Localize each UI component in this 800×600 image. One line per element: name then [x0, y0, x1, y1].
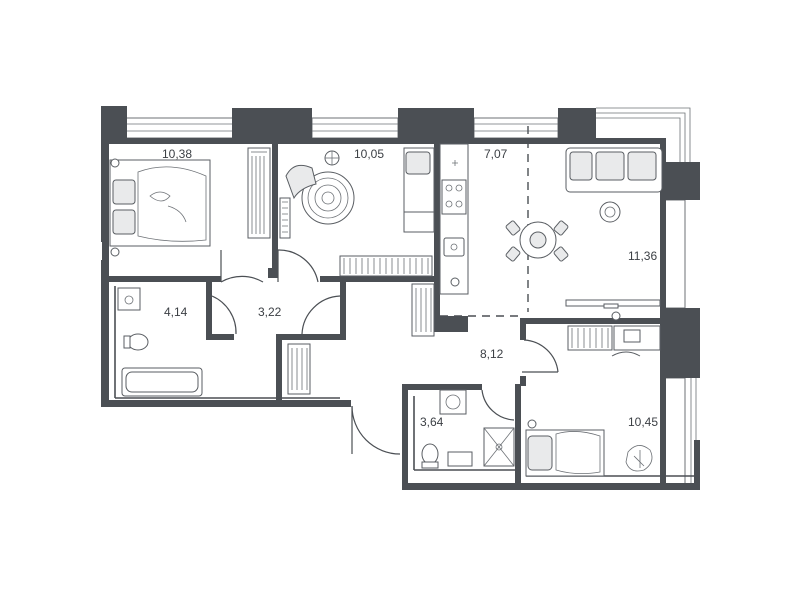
bedroom-left-furniture — [109, 147, 271, 257]
hall-closet — [287, 343, 311, 395]
area-label-living-room: 11,36 — [628, 249, 657, 263]
area-label-hall-small: 3,22 — [258, 305, 282, 319]
area-label-hall-main: 8,12 — [480, 347, 504, 361]
area-label-bathroom-right: 3,64 — [420, 415, 444, 429]
kitchen-furniture — [411, 143, 469, 337]
doors — [211, 249, 559, 455]
bathroom-right-furniture — [421, 389, 515, 469]
area-label-bedroom-left: 10,38 — [162, 147, 192, 161]
bedroom-middle-furniture — [279, 147, 435, 277]
area-label-kitchen: 7,07 — [484, 147, 508, 161]
bathroom-left-furniture — [117, 287, 203, 397]
area-labels: 10,38 10,05 7,07 11,36 4,14 3,22 8,12 3,… — [162, 147, 658, 429]
area-label-bathroom-left: 4,14 — [164, 305, 188, 319]
walls — [98, 106, 700, 490]
area-label-bedroom-right: 10,45 — [628, 415, 658, 429]
area-label-bedroom-middle: 10,05 — [354, 147, 384, 161]
living-furniture — [505, 147, 663, 309]
bedroom-right-furniture — [525, 311, 661, 477]
